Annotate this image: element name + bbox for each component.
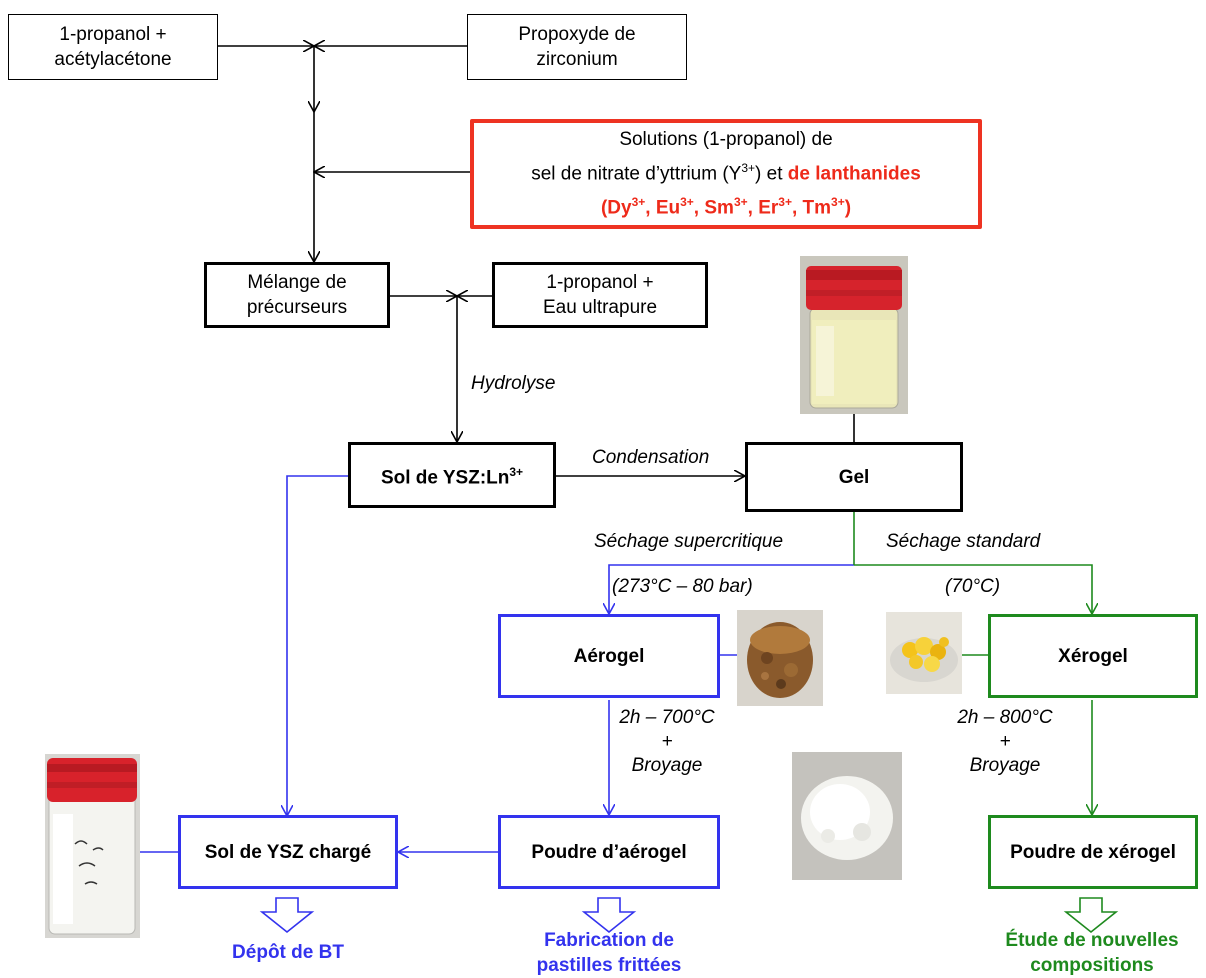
poudre-aerogel-label: Poudre d’aérogel [531, 841, 687, 863]
label-conditions-supercritique: (273°C – 80 bar) [612, 576, 753, 597]
box-line: Mélange de [247, 272, 347, 293]
box-line: 1-propanol + [59, 24, 167, 45]
ion-charge: 3+ [631, 195, 646, 209]
label-calcination-xerogel: 2h – 800°C + Broyage [940, 706, 1070, 778]
output-etude-compositions: Étude de nouvelles compositions [985, 928, 1199, 978]
ion-symbol: Eu [655, 197, 681, 219]
box-solutions-lanthanides: Solutions (1-propanol) de sel de nitrate… [470, 119, 982, 229]
box-line: précurseurs [246, 297, 348, 318]
box-poudre-aerogel: Poudre d’aérogel [498, 815, 720, 889]
sol-charge-label: Sol de YSZ chargé [204, 841, 372, 863]
box-sol-ysz-ln: Sol de YSZ:Ln3+ [348, 442, 556, 508]
arrow-supercritique [609, 564, 854, 614]
superscript: 3+ [509, 464, 524, 479]
output-line: Étude de nouvelles [1005, 930, 1179, 951]
outline-arrow-depot [259, 897, 315, 934]
ion-charge: 3+ [778, 195, 792, 209]
box-line: acétylacétone [54, 49, 172, 70]
ion-charge: 3+ [831, 195, 845, 209]
calc-line: 2h – 700°C [619, 707, 715, 728]
box-propoxyde-zirconium: Propoxyde de zirconium [467, 14, 687, 80]
solutions-text: ) et [755, 163, 788, 184]
label-conditions-standard: (70°C) [945, 576, 1001, 597]
ion-symbol: Sm [704, 197, 734, 219]
box-line: 1-propanol + [546, 272, 654, 293]
aerogel-label: Aérogel [573, 645, 645, 667]
sol-text: Sol de YSZ:Ln [380, 467, 510, 489]
box-line: Propoxyde de [518, 24, 636, 45]
calc-line: Broyage [969, 755, 1041, 776]
box-sol-ysz-charge: Sol de YSZ chargé [178, 815, 398, 889]
calc-line: Broyage [631, 755, 703, 776]
calc-line: 2h – 800°C [957, 707, 1053, 728]
outline-arrow-fabrication [581, 897, 637, 934]
box-line: Eau ultrapure [542, 297, 658, 318]
calc-line: + [999, 731, 1011, 752]
box-aerogel: Aérogel [498, 614, 720, 698]
aerogel-powder-photo [792, 752, 902, 880]
aerogel-photo [737, 610, 823, 706]
xerogel-label: Xérogel [1058, 645, 1128, 667]
ion-charge: 3+ [733, 195, 748, 209]
solutions-line-1: Solutions (1-propanol) de [619, 128, 833, 150]
lanthanide-ions-list: (Dy3+, Eu3+, Sm3+, Er3+, Tm3+) [600, 195, 852, 219]
arrow-standard [854, 564, 1092, 614]
superscript: 3+ [741, 160, 756, 175]
solutions-text: sel de nitrate d’yttrium (Y [531, 163, 742, 184]
output-line: Fabrication de [544, 930, 674, 951]
solutions-line-2: sel de nitrate d’yttrium (Y3+) et de lan… [531, 154, 921, 188]
label-condensation: Condensation [592, 447, 710, 468]
output-line: compositions [1030, 955, 1154, 976]
gel-label: Gel [838, 466, 870, 488]
label-sechage-supercritique: Séchage supercritique [594, 531, 784, 552]
label-hydrolyse: Hydrolyse [471, 373, 556, 394]
green-connectors [853, 512, 1119, 934]
ion-symbol: Dy [607, 197, 632, 219]
box-poudre-xerogel: Poudre de xérogel [988, 815, 1198, 889]
arrow-sol-to-sol-charge [287, 475, 348, 816]
black-connectors [218, 46, 855, 476]
box-gel: Gel [745, 442, 963, 512]
blue-connectors [140, 475, 854, 934]
box-propanol-acetylacetone: 1-propanol + acétylacétone [8, 14, 218, 80]
output-fabrication-pastilles: Fabrication de pastilles frittées [520, 928, 698, 978]
ion-symbol: Tm [802, 197, 832, 219]
poudre-xerogel-label: Poudre de xérogel [1010, 841, 1176, 863]
ion-charge: 3+ [680, 195, 694, 209]
ion-symbol: Er [758, 197, 779, 219]
box-line: zirconium [536, 49, 618, 70]
box-xerogel: Xérogel [988, 614, 1198, 698]
outline-arrow-etude [1063, 897, 1119, 934]
xerogel-photo [886, 612, 962, 694]
output-line: pastilles frittées [536, 955, 682, 976]
output-depot-bt: Dépôt de BT [200, 940, 376, 965]
calc-line: + [661, 731, 673, 752]
label-calcination-aerogel: 2h – 700°C + Broyage [612, 706, 722, 778]
gel-vial-photo [800, 256, 908, 414]
box-propanol-eau: 1-propanol + Eau ultrapure [492, 262, 708, 328]
output-line: Dépôt de BT [232, 942, 344, 963]
label-sechage-standard: Séchage standard [886, 531, 1041, 552]
box-melange-precurseurs: Mélange de précurseurs [204, 262, 390, 328]
sol-bottle-photo [45, 754, 140, 938]
lanthanides-highlight: de lanthanides [787, 163, 921, 184]
sol-label: Sol de YSZ:Ln3+ [381, 460, 523, 490]
